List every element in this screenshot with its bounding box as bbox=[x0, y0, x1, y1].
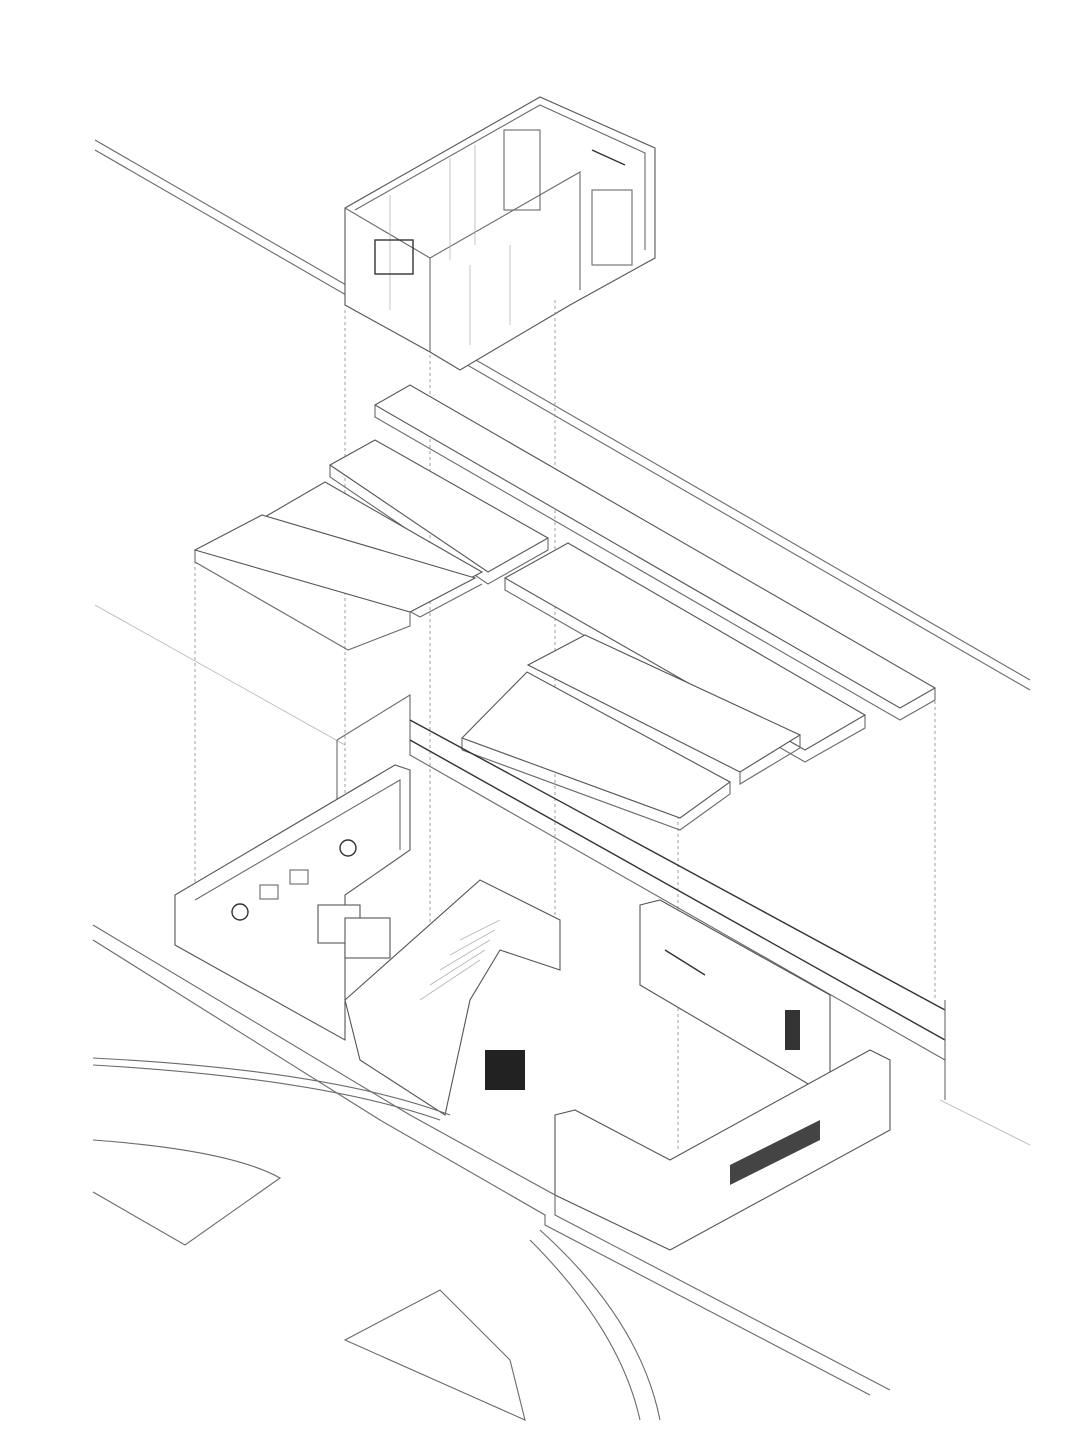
drawing-line bbox=[92, 1064, 441, 1121]
vertical-grille bbox=[785, 1010, 800, 1050]
drawing-line bbox=[194, 550, 411, 651]
chair-icon bbox=[231, 903, 249, 921]
front-grille bbox=[730, 1120, 820, 1185]
drawing-line bbox=[329, 465, 549, 585]
drawing-line bbox=[449, 929, 496, 956]
planter-area bbox=[343, 1289, 526, 1421]
chair-icon bbox=[339, 839, 357, 857]
ceiling-panel bbox=[193, 514, 477, 613]
wall-stripe bbox=[409, 739, 946, 1041]
ceiling-panels bbox=[193, 384, 937, 831]
chair-icon bbox=[289, 869, 309, 885]
planter-area bbox=[92, 1139, 282, 1246]
drawing-line bbox=[92, 924, 891, 1391]
window-icon bbox=[374, 239, 414, 275]
drawing-line bbox=[419, 959, 481, 1001]
guide-line-mid bbox=[94, 604, 346, 746]
upper-room-inner-wall bbox=[429, 171, 581, 290]
chair-icon bbox=[259, 884, 279, 900]
wall-stripe bbox=[409, 719, 946, 1011]
back-wall bbox=[336, 694, 946, 1061]
drawing-line bbox=[92, 1057, 451, 1116]
drawing-line bbox=[739, 735, 801, 785]
drawing-line bbox=[194, 779, 401, 901]
ground-floor-plan bbox=[174, 694, 946, 1251]
stair-grille bbox=[485, 1050, 525, 1090]
street-lines bbox=[92, 924, 891, 1421]
drawing-line bbox=[504, 578, 866, 763]
guide-line-upper-2 bbox=[94, 149, 1031, 691]
drawing-line bbox=[92, 939, 871, 1396]
chairs bbox=[231, 839, 391, 959]
guide-line-right bbox=[939, 1099, 1031, 1146]
reception-counter bbox=[639, 899, 831, 1086]
stair-treads bbox=[419, 919, 501, 1001]
door-double bbox=[503, 129, 541, 211]
staircase bbox=[344, 879, 561, 1116]
table bbox=[344, 917, 391, 959]
drawing-line bbox=[439, 939, 491, 971]
left-room-wall bbox=[174, 764, 411, 1041]
site-guide-lines bbox=[94, 139, 1031, 1146]
drawing-line bbox=[459, 919, 501, 941]
drawing-line bbox=[429, 949, 486, 986]
front-counter bbox=[554, 1049, 891, 1251]
upper-room-outline bbox=[344, 96, 656, 371]
upper-room-inner-top bbox=[354, 104, 646, 250]
drawing-line bbox=[539, 1229, 661, 1421]
door-double bbox=[591, 189, 633, 266]
drawing-line bbox=[529, 1239, 641, 1421]
drawing-line bbox=[461, 738, 731, 831]
upper-room-volume bbox=[344, 96, 656, 371]
guide-line-upper bbox=[94, 139, 1031, 681]
signage-logo bbox=[664, 949, 706, 976]
signage-logo bbox=[591, 149, 626, 166]
drawing-line bbox=[374, 405, 936, 721]
